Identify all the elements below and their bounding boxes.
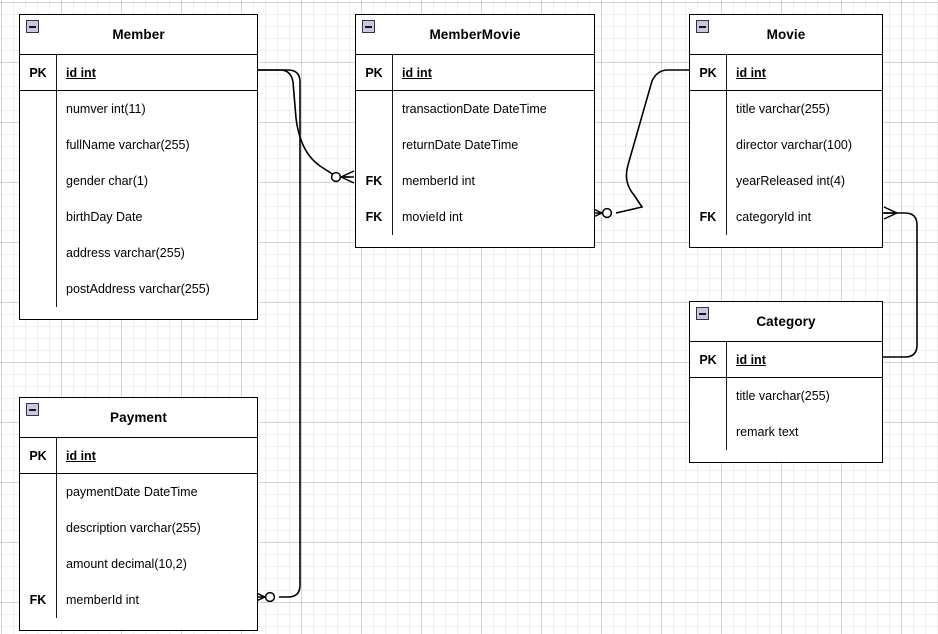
minus-box-icon[interactable] [26,403,39,416]
key-column-divider [56,55,57,307]
minus-box-icon[interactable] [26,20,39,33]
link-movie-category [883,212,918,358]
entity-name: Member [112,27,165,42]
field-row[interactable]: fullName varchar(255) [20,127,257,163]
field-name: birthDay Date [66,210,143,224]
field-name: id int [66,65,96,80]
minus-box-icon[interactable] [696,307,709,320]
field-name: director varchar(100) [736,138,853,152]
entity-fields-category: PK id int title varchar(255) remark text [690,342,882,450]
field-name: transactionDate DateTime [402,102,547,116]
field-row[interactable]: title varchar(255) [690,378,882,414]
field-name: memberId int [402,174,475,188]
minus-box-icon[interactable] [696,20,709,33]
key-column-divider [726,342,727,450]
entity-fields-movie: PK id int title varchar(255) director varch… [690,55,882,235]
field-key-label: FK [365,174,383,188]
field-key-label: PK [29,448,47,463]
field-row[interactable]: PK id int [20,55,257,91]
entity-title-membermovie: MemberMovie [356,15,594,55]
entity-name: Movie [766,27,806,42]
entity-title-payment: Payment [20,398,257,438]
field-name: movieId int [402,210,463,224]
field-row[interactable]: PK id int [690,342,882,378]
field-name: categoryId int [736,210,812,224]
entity-fields-payment: PK id int paymentDate DateTime description … [20,438,257,618]
field-name: address varchar(255) [66,246,185,260]
field-row[interactable]: gender char(1) [20,163,257,199]
field-name: paymentDate DateTime [66,485,198,499]
field-row[interactable]: returnDate DateTime [356,127,594,163]
field-name: fullName varchar(255) [66,138,190,152]
entity-fields-member: PK id int numver int(11) fullName varchar(2… [20,55,257,307]
key-column-divider [392,55,393,235]
field-row[interactable]: paymentDate DateTime [20,474,257,510]
field-row[interactable]: FK movieId int [356,199,594,235]
field-row[interactable]: FK memberId int [20,582,257,618]
link-member-payment [258,69,301,598]
field-key-label: PK [699,352,717,367]
field-key-label: FK [699,210,717,224]
field-row[interactable]: FK categoryId int [690,199,882,235]
field-name: id int [736,65,766,80]
key-column-divider [726,55,727,235]
field-name: remark text [736,425,799,439]
field-row[interactable]: yearReleased int(4) [690,163,882,199]
cardinality-many-movie-categoryid [883,206,898,220]
entity-title-member: Member [20,15,257,55]
entity-title-category: Category [690,302,882,342]
minus-box-icon[interactable] [362,20,375,33]
field-row[interactable]: PK id int [20,438,257,474]
field-name: returnDate DateTime [402,138,519,152]
field-row[interactable]: PK id int [356,55,594,91]
field-key-label: PK [699,65,717,80]
field-name: numver int(11) [66,102,146,116]
field-key-label: PK [29,65,47,80]
field-name: description varchar(255) [66,521,201,535]
field-name: title varchar(255) [736,389,830,403]
link-member-membermovie [258,69,350,178]
entity-name: Payment [110,410,167,425]
field-key-label: PK [365,65,383,80]
field-name: amount decimal(10,2) [66,557,187,571]
field-row[interactable]: birthDay Date [20,199,257,235]
field-row[interactable]: remark text [690,414,882,450]
field-name: memberId int [66,593,139,607]
field-row[interactable]: title varchar(255) [690,91,882,127]
field-row[interactable]: numver int(11) [20,91,257,127]
field-row[interactable]: director varchar(100) [690,127,882,163]
field-row[interactable]: postAddress varchar(255) [20,271,257,307]
field-name: title varchar(255) [736,102,830,116]
field-row[interactable]: description varchar(255) [20,510,257,546]
field-row[interactable]: PK id int [690,55,882,91]
field-name: id int [402,65,432,80]
field-name: yearReleased int(4) [736,174,846,188]
field-key-label: FK [365,210,383,224]
key-column-divider [56,438,57,618]
field-row[interactable]: amount decimal(10,2) [20,546,257,582]
field-name: id int [66,448,96,463]
entity-fields-membermovie: PK id int transactionDate DateTime returnDa… [356,55,594,235]
field-name: postAddress varchar(255) [66,282,210,296]
link-movie-membermovie [615,69,689,214]
field-row[interactable]: transactionDate DateTime [356,91,594,127]
entity-name: Category [756,314,816,329]
cardinality-zero-or-many-membermovie-memberid [330,170,355,184]
field-name: gender char(1) [66,174,148,188]
entity-name: MemberMovie [429,27,521,42]
field-row[interactable]: FK memberId int [356,163,594,199]
field-key-label: FK [29,593,47,607]
entity-title-movie: Movie [690,15,882,55]
field-row[interactable]: address varchar(255) [20,235,257,271]
field-name: id int [736,352,766,367]
